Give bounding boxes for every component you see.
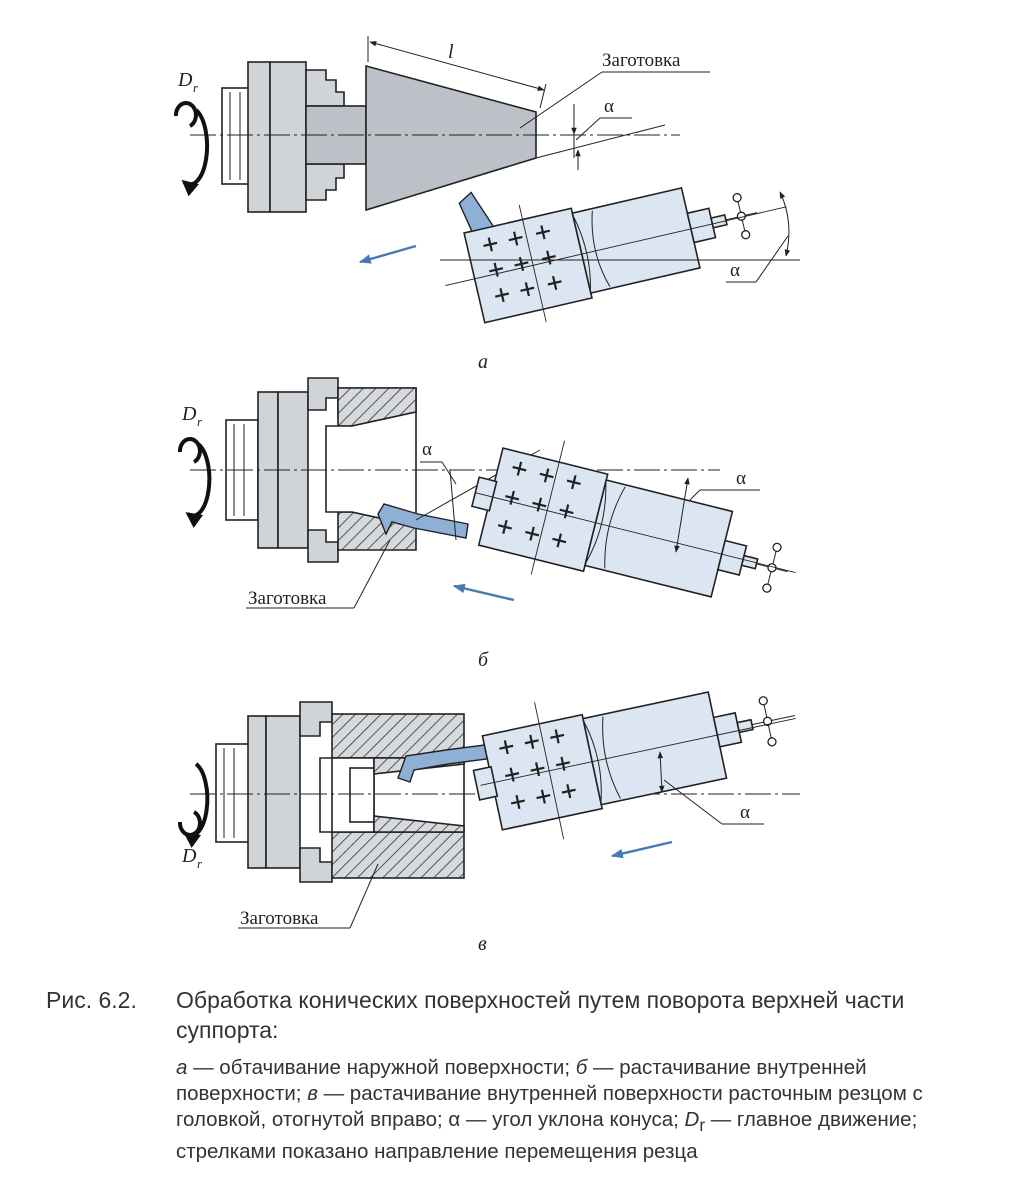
chuck-body-c	[265, 715, 301, 869]
desc-c: — растачивание внутренней поверхности ра…	[176, 1082, 923, 1131]
label-alpha-b1: α	[422, 439, 432, 460]
desc-c-letter: в	[307, 1082, 318, 1105]
label-drive-sub-b: r	[197, 414, 203, 429]
figure-description: а — обтачивание наружной поверхности; б …	[176, 1055, 976, 1165]
carriage-c	[472, 691, 796, 840]
label-drive-a: D	[177, 69, 193, 91]
feed-arrow-a	[358, 244, 417, 264]
cutter-a	[458, 191, 495, 233]
label-workpiece-c: Заготовка	[240, 908, 319, 929]
label-drive-sub-a: r	[193, 80, 199, 95]
panel-c: Заготовка α	[177, 691, 800, 955]
chuck-jaw-a-top	[305, 69, 345, 107]
feed-arrow-b	[452, 583, 515, 602]
figure-caption: Рис. 6.2. Обработка конических поверхнос…	[46, 985, 1006, 1165]
label-drive-sub-c: r	[197, 856, 203, 871]
chuck-body-a	[247, 61, 271, 213]
rotation-arrow-a	[181, 108, 210, 197]
rotation-arrow-b	[185, 442, 212, 528]
desc-d-sub: r	[699, 1116, 705, 1136]
desc-a: — обтачивание наружной поверхности;	[187, 1056, 576, 1079]
caption-letter-b: б	[478, 649, 489, 671]
figure-number: Рис. 6.2.	[46, 987, 137, 1013]
label-alpha-a1: α	[604, 96, 614, 117]
spindle-a	[221, 87, 251, 185]
workpiece-c-bottom	[331, 831, 465, 879]
label-alpha-c: α	[740, 802, 750, 823]
workpiece-cone-a	[365, 64, 537, 212]
label-alpha-a2: α	[730, 260, 740, 281]
desc-a-letter: а	[176, 1056, 188, 1079]
chuck-jaw-a-bottom	[305, 163, 345, 201]
label-drive-b: D	[181, 403, 197, 425]
label-workpiece-b: Заготовка	[248, 588, 327, 609]
cutter-b	[377, 503, 469, 539]
panel-a: l Заготовка α	[173, 36, 800, 373]
desc-b-letter: б	[575, 1056, 588, 1079]
caption-letter-a: а	[478, 351, 488, 373]
carriage-b	[470, 440, 796, 598]
desc-b: — растачивание внутренней поверхности;	[176, 1056, 867, 1105]
label-length-a: l	[448, 41, 454, 63]
taper-turning-figure: l Заготовка α	[173, 36, 800, 955]
caption-letter-c: в	[478, 933, 487, 955]
desc-d-letter: D	[684, 1108, 700, 1131]
label-drive-c: D	[181, 845, 197, 867]
rotation-arrow-c	[183, 762, 210, 848]
desc-d: — главное движение; стрелками показано н…	[176, 1108, 918, 1164]
label-workpiece-a: Заготовка	[602, 50, 681, 71]
carriage-a	[445, 186, 787, 324]
panel-b: Заготовка α	[177, 377, 796, 671]
feed-arrow-c	[610, 840, 673, 859]
figure-title: Обработка конических поверхностей путем …	[176, 987, 905, 1043]
label-alpha-b2: α	[736, 468, 746, 489]
